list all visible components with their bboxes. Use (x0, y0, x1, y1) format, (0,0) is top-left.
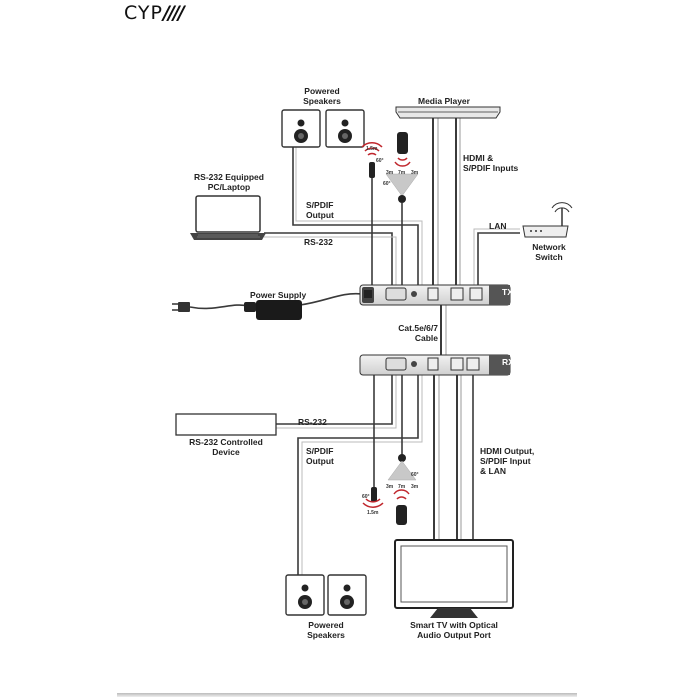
rs232-cable-top (264, 232, 393, 285)
rx-badge: RX (502, 357, 514, 367)
ir-receiver-bottom (387, 454, 417, 481)
power-cable-left (189, 304, 249, 310)
media-player-label: Media Player (418, 96, 470, 106)
ir-emitter-bottom (362, 487, 384, 508)
ir-d2-top: 7m (398, 170, 406, 176)
media-player (395, 106, 501, 119)
hdmi-output-label: HDMI Output,S/PDIF Input& LAN (480, 446, 535, 476)
ir-range-top: 1.5m (366, 146, 378, 152)
cyp-logo: CYP//// (124, 2, 185, 24)
ir-angle-a-top: 60° (376, 158, 384, 164)
powered-speakers-top (281, 109, 365, 148)
spdif-cable-top (292, 147, 419, 285)
cables (189, 118, 520, 575)
ir-remote-top (385, 132, 419, 203)
ir-d2-bottom: 7m (398, 484, 406, 490)
bottom-divider (117, 693, 577, 697)
network-switch (522, 202, 573, 238)
powered-speakers-bottom (285, 574, 367, 616)
ir-angle-a-bottom: 60° (411, 472, 419, 478)
rs232-top-label: RS-232 (304, 237, 333, 247)
smart-tv (394, 539, 514, 618)
rs232-controlled-device (175, 413, 277, 436)
ir-d1-bottom: 3m (386, 484, 394, 490)
ir-d3-bottom: 3m (411, 484, 419, 490)
ir-remote-bottom (393, 489, 410, 525)
lan-label: LAN (489, 221, 507, 231)
hdmi-spdif-inputs-label: HDMI &S/PDIF Inputs (463, 153, 519, 173)
ir-range-bottom: 1.5m (367, 510, 379, 516)
ir-angle-b-top: 60° (383, 181, 391, 187)
rs232-bottom-label: RS-232 (298, 417, 327, 427)
laptop (190, 195, 266, 240)
ir-emitter-top (361, 142, 383, 178)
ir-angle-b-bottom: 60° (362, 494, 370, 500)
ir-d1-top: 3m (386, 170, 394, 176)
rs232-cable-bottom (276, 375, 393, 425)
spdif-cable-bottom (297, 375, 419, 575)
power-cable-right (299, 292, 363, 306)
ir-d3-top: 3m (411, 170, 419, 176)
lan-cable (477, 232, 520, 285)
power-supply-label: Power Supply (250, 290, 307, 300)
power-supply (172, 290, 372, 320)
tx-badge: TX (502, 287, 513, 297)
rx-unit (359, 354, 511, 376)
tx-unit (359, 284, 511, 306)
